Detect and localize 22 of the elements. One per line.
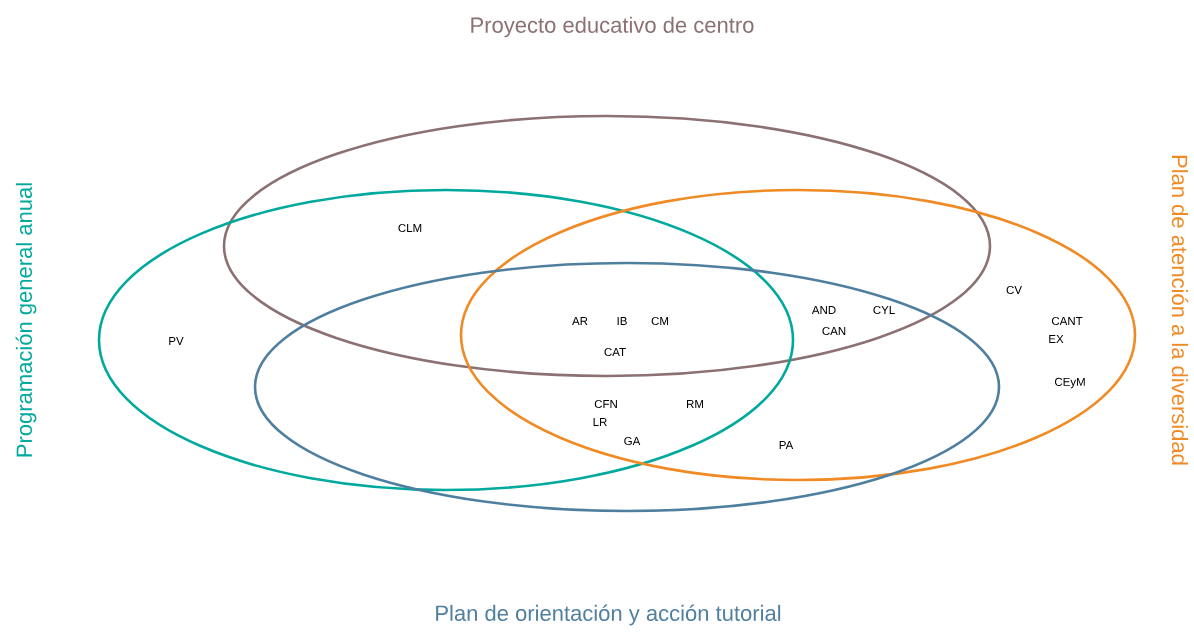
region-label: LR (593, 418, 607, 426)
region-label: PV (169, 337, 184, 345)
region-label: CLM (398, 223, 422, 233)
region-label: RM (687, 400, 703, 408)
region-label: CM (651, 316, 668, 326)
region-label: CANT (1051, 316, 1083, 326)
region-label: CEyM (1054, 377, 1085, 389)
region-label: CAN (822, 326, 846, 336)
set-title: Plan de atención a la diversidad (1171, 155, 1189, 465)
region-label: EX (1049, 335, 1064, 343)
region-label: CV (1006, 285, 1022, 295)
region-label: CFN (594, 399, 617, 409)
region-label: CYL (873, 305, 895, 315)
region-label: GA (624, 436, 641, 446)
set-title: Plan de orientación y acción tutorial (436, 604, 781, 626)
set-title: Programación general anual (15, 183, 37, 457)
region-label: AR (572, 317, 588, 325)
region-label: IB (617, 317, 627, 325)
region-label: AND (811, 306, 836, 314)
region-label: PA (779, 441, 794, 449)
set-title: Proyecto educativo de centro (471, 16, 754, 38)
region-label: CAT (604, 347, 626, 357)
